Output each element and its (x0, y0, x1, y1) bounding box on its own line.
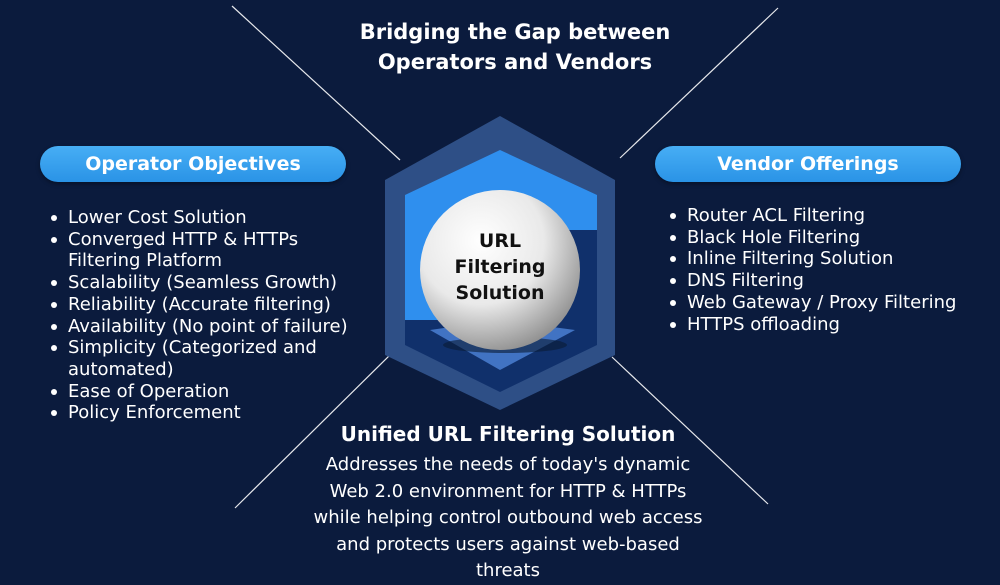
summary-line: while helping control outbound web acces… (313, 507, 703, 528)
list-item: DNS Filtering (667, 270, 956, 292)
vendor-offerings-list: Router ACL Filtering Black Hole Filterin… (667, 205, 956, 335)
list-item-continuation: Filtering Platform (68, 250, 223, 272)
list-item-continuation: automated) (68, 358, 174, 380)
list-item: Policy Enforcement (48, 402, 348, 424)
sphere (420, 190, 580, 350)
list-item: Simplicity (Categorized and (48, 337, 348, 359)
list-item: Reliability (Accurate filtering) (48, 294, 348, 316)
vendor-offerings-pill: Vendor Offerings (655, 146, 961, 182)
operator-objectives-pill: Operator Objectives (40, 146, 346, 182)
summary-line: and protects users against web-based (336, 533, 680, 555)
summary-title: Unified URL Filtering Solution (340, 422, 676, 446)
sphere-label-line-3: Solution (455, 282, 545, 304)
diagonal-lines (231, 5, 779, 509)
list-item: Scalability (Seamless Growth) (48, 272, 348, 294)
list-item: Availability (No point of failure) (48, 316, 348, 338)
list-item: HTTPS offloading (667, 314, 956, 336)
list-item: Lower Cost Solution (48, 207, 348, 229)
list-item: Converged HTTP & HTTPs (48, 229, 348, 251)
list-item: Ease of Operation (48, 381, 348, 403)
page-heading: Bridging the Gap between Operators and V… (300, 17, 730, 77)
vendor-offerings-title: Vendor Offerings (717, 153, 899, 175)
list-item: Router ACL Filtering (667, 205, 956, 227)
operator-objectives-title: Operator Objectives (85, 153, 301, 175)
list-item: Inline Filtering Solution (667, 248, 956, 270)
heading-line-1: Bridging the Gap between (359, 20, 671, 44)
summary-text: Addresses the needs of today's dynamic W… (290, 452, 726, 585)
list-item: Black Hole Filtering (667, 227, 956, 249)
sphere-label-line-2: Filtering (454, 256, 546, 278)
list-item: Web Gateway / Proxy Filtering (667, 292, 956, 314)
summary-line: Addresses the needs of today's dynamic (325, 454, 691, 475)
summary-line: threats (475, 560, 540, 581)
heading-line-2: Operators and Vendors (377, 50, 653, 74)
sphere-label-line-1: URL (478, 230, 522, 252)
sphere-label: URL Filtering Solution (430, 228, 570, 306)
operator-objectives-list: Lower Cost Solution Converged HTTP & HTT… (48, 207, 348, 424)
summary-line: Web 2.0 environment for HTTP & HTTPs (329, 480, 687, 502)
